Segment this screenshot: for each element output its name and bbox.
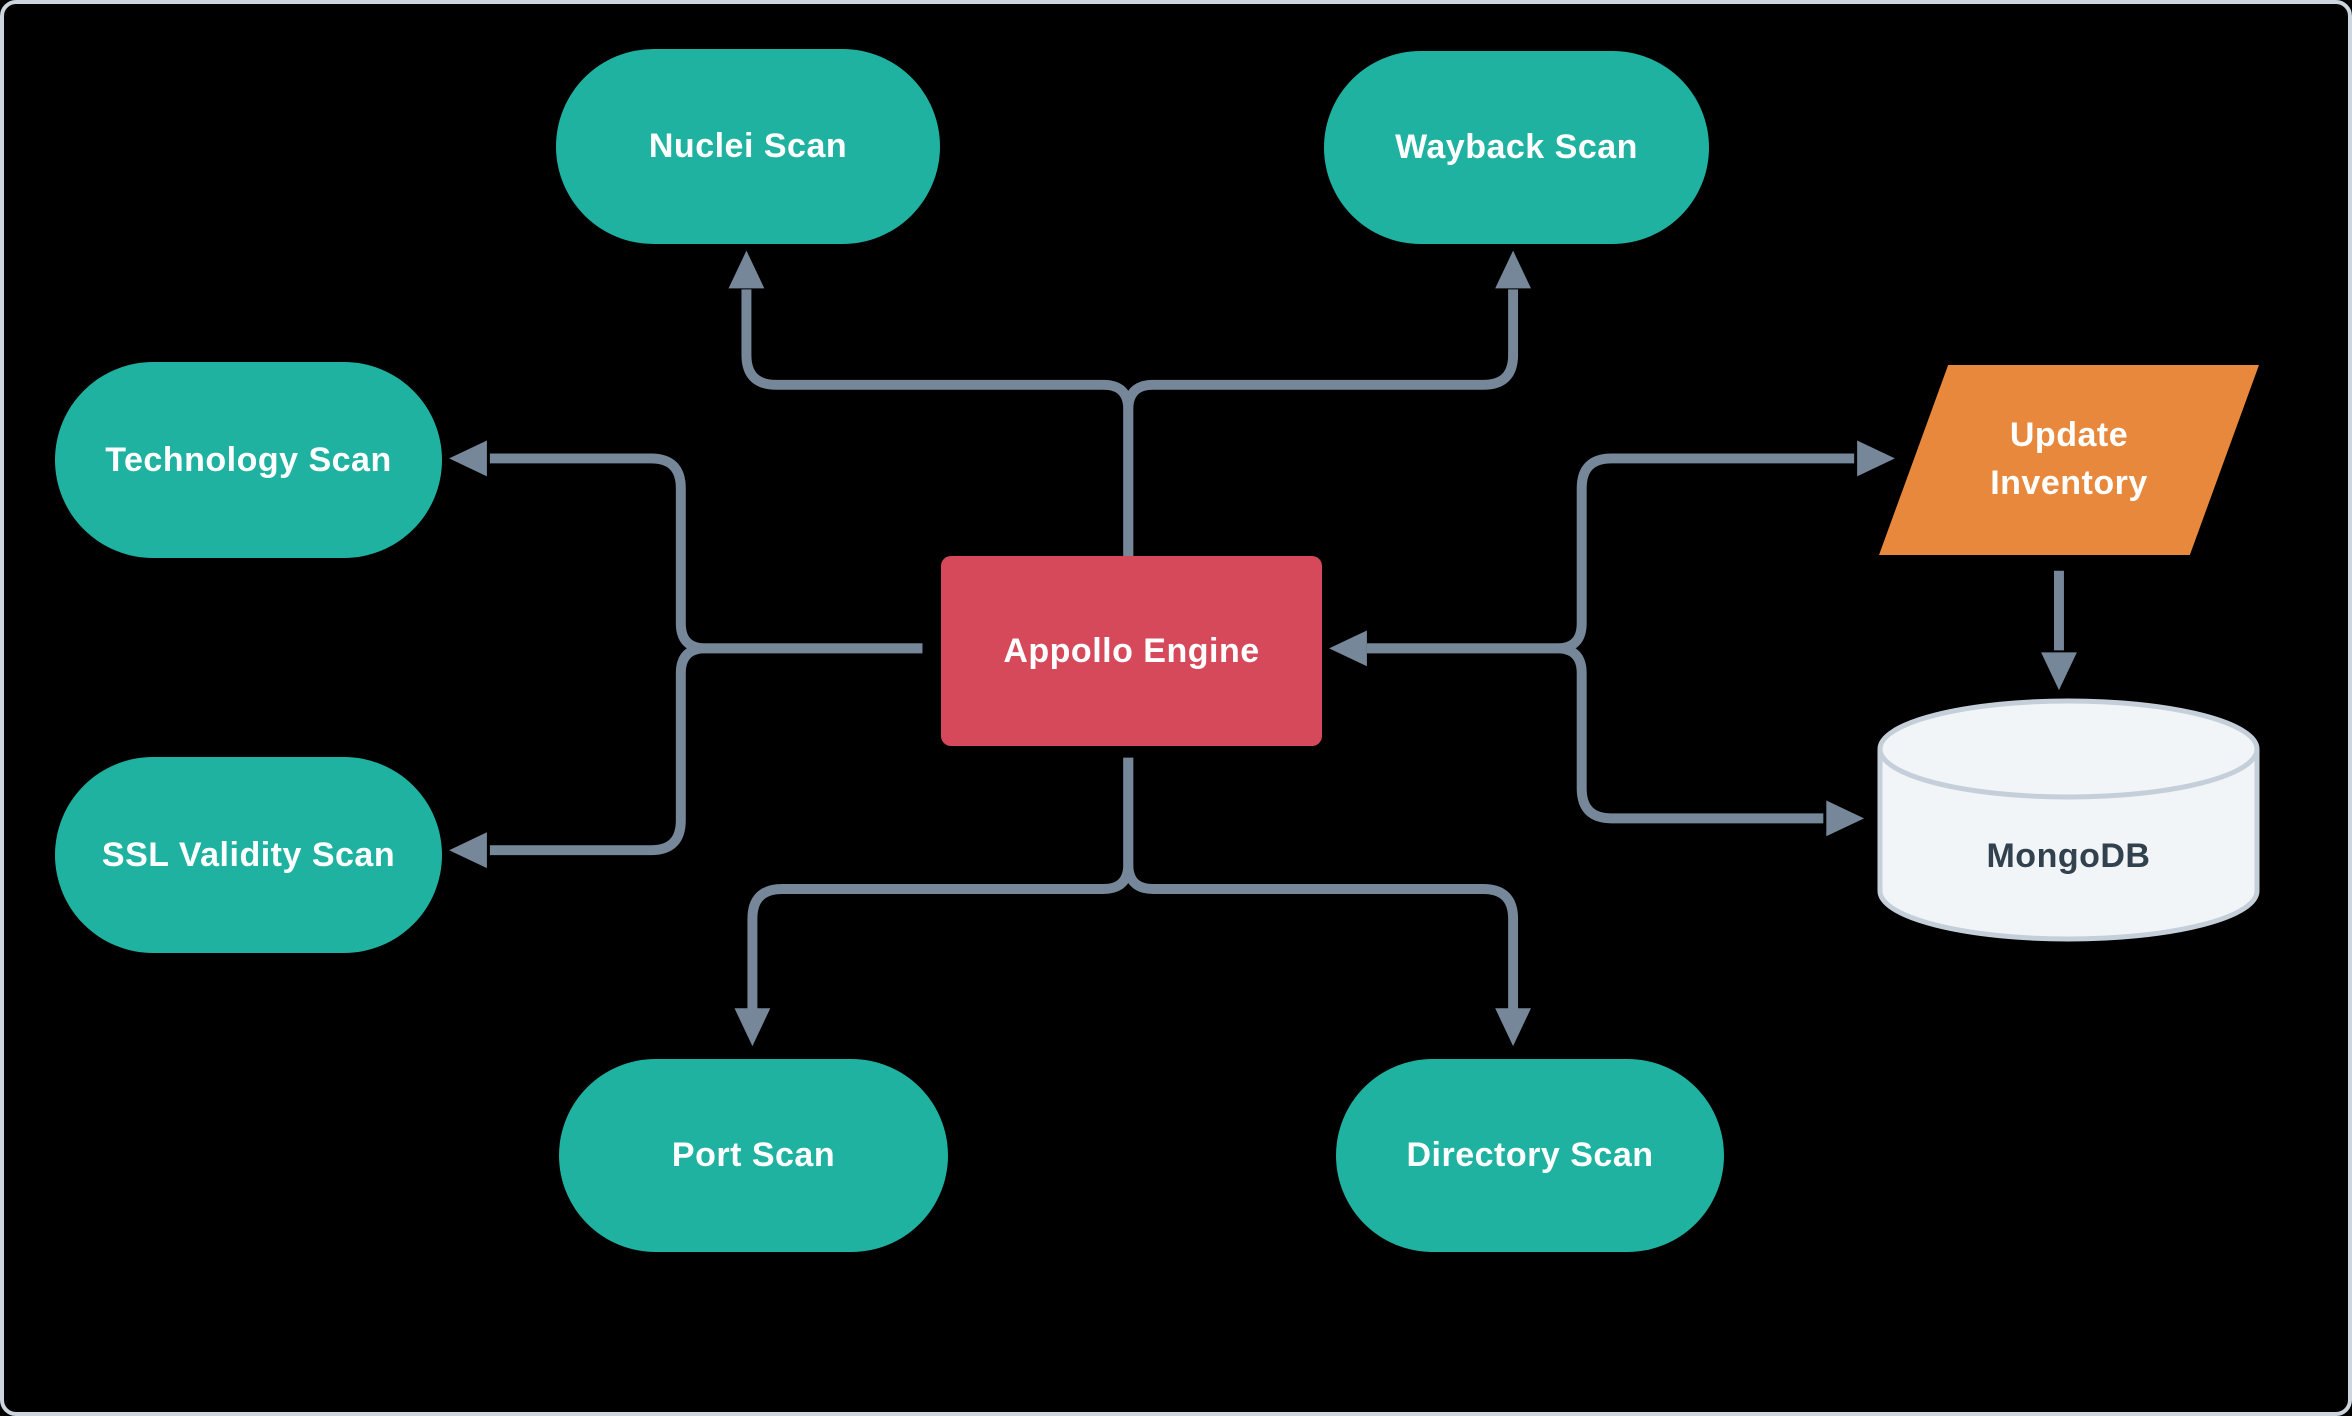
edge-engine-to-port [747,757,1134,1010]
edge-engine-to-mongodb [1366,643,1824,824]
node-wayback-scan: Wayback Scan [1324,51,1709,244]
node-nuclei-scan-label: Nuclei Scan [648,127,848,165]
arrowhead-down-mongodb-icon [2041,652,2077,691]
edge-engine-to-wayback [1123,289,1519,569]
node-nuclei-scan: Nuclei Scan [556,49,940,244]
node-port-scan: Port Scan [559,1059,948,1252]
edge-engine-to-nuclei [741,289,1134,569]
arrowhead-right-update-inventory-icon [1857,440,1895,477]
node-wayback-scan-label: Wayback Scan [1395,128,1638,166]
edge-engine-to-update-inventory [1366,453,1855,654]
arrowhead-down-directory-icon [1495,1008,1531,1047]
node-ssl-validity-scan-label: SSL Validity Scan [101,835,396,874]
node-directory-scan: Directory Scan [1336,1059,1724,1252]
node-appollo-engine-label: Appollo Engine [1003,631,1260,670]
edge-engine-to-directory [1123,757,1519,1010]
node-directory-scan-label: Directory Scan [1406,1136,1654,1174]
arrowhead-left-engine-icon [1329,630,1367,667]
arrowhead-right-mongodb-icon [1826,800,1865,837]
arrowhead-left-ssl-icon [449,832,487,869]
node-port-scan-label: Port Scan [671,1136,836,1174]
edge-engine-to-technology [489,453,923,654]
edge-engine-to-ssl [489,643,923,856]
arrowhead-up-nuclei-icon [728,250,765,289]
arrowhead-up-wayback-icon [1495,250,1531,289]
node-ssl-validity-scan: SSL Validity Scan [55,757,442,953]
arrowhead-left-technology-icon [449,440,487,477]
node-mongodb: MongoDB [1876,697,2261,943]
node-technology-scan-label: Technology Scan [105,440,392,479]
node-update-inventory-label: Update Inventory [1990,416,2148,502]
arrowhead-down-port-icon [734,1008,771,1047]
node-appollo-engine: Appollo Engine [941,556,1322,746]
edge-layer [449,250,2077,1047]
node-technology-scan: Technology Scan [55,362,442,558]
cylinder-shape-icon [1877,698,2260,942]
